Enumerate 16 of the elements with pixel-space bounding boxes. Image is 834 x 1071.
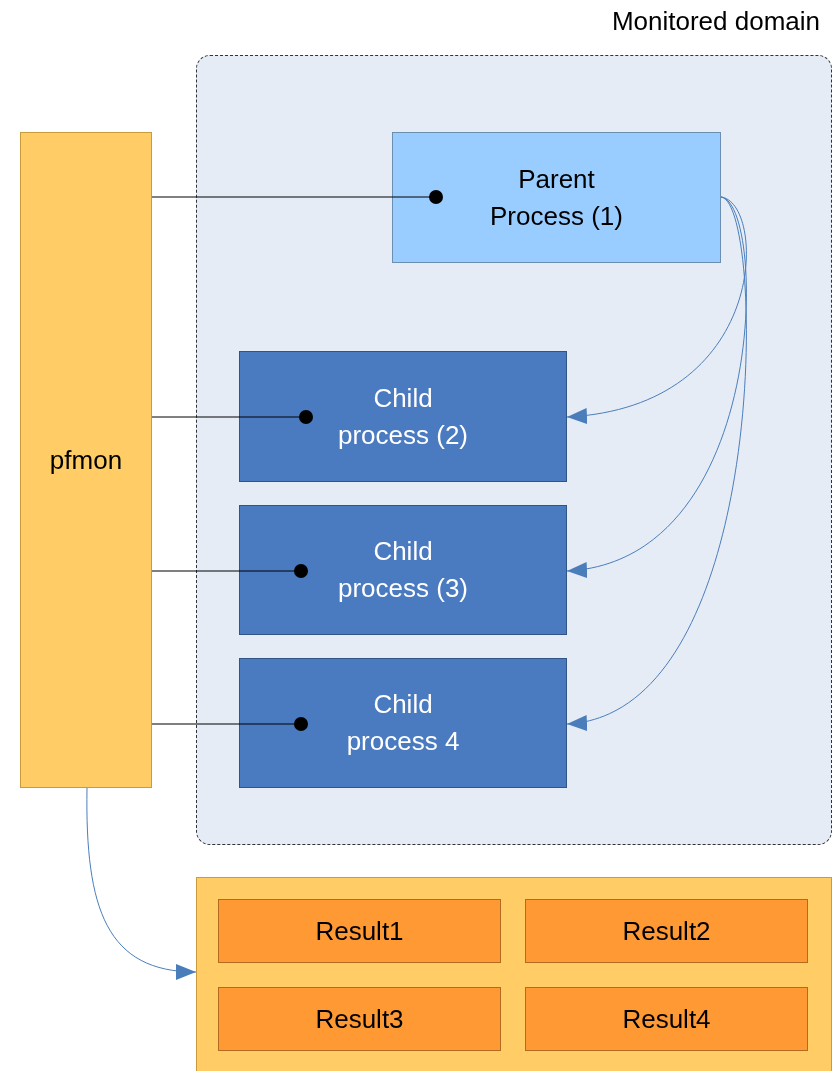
arrow xyxy=(86,787,197,979)
connector-line xyxy=(151,564,308,578)
result-box: Result2 xyxy=(525,899,808,963)
connector-line xyxy=(151,410,313,424)
process-box: Parent Process (1) xyxy=(392,132,721,263)
process-box: Child process (3) xyxy=(239,505,567,635)
results-panel xyxy=(196,877,832,1071)
pfmon-bar: pfmon xyxy=(20,132,152,788)
result-box: Result1 xyxy=(218,899,501,963)
connector-line xyxy=(151,717,308,731)
connector-line xyxy=(151,190,443,204)
domain-heading: Monitored domain xyxy=(611,5,820,38)
process-box: Child process (2) xyxy=(239,351,567,482)
result-box: Result4 xyxy=(525,987,808,1051)
result-box: Result3 xyxy=(218,987,501,1051)
process-box: Child process 4 xyxy=(239,658,567,788)
